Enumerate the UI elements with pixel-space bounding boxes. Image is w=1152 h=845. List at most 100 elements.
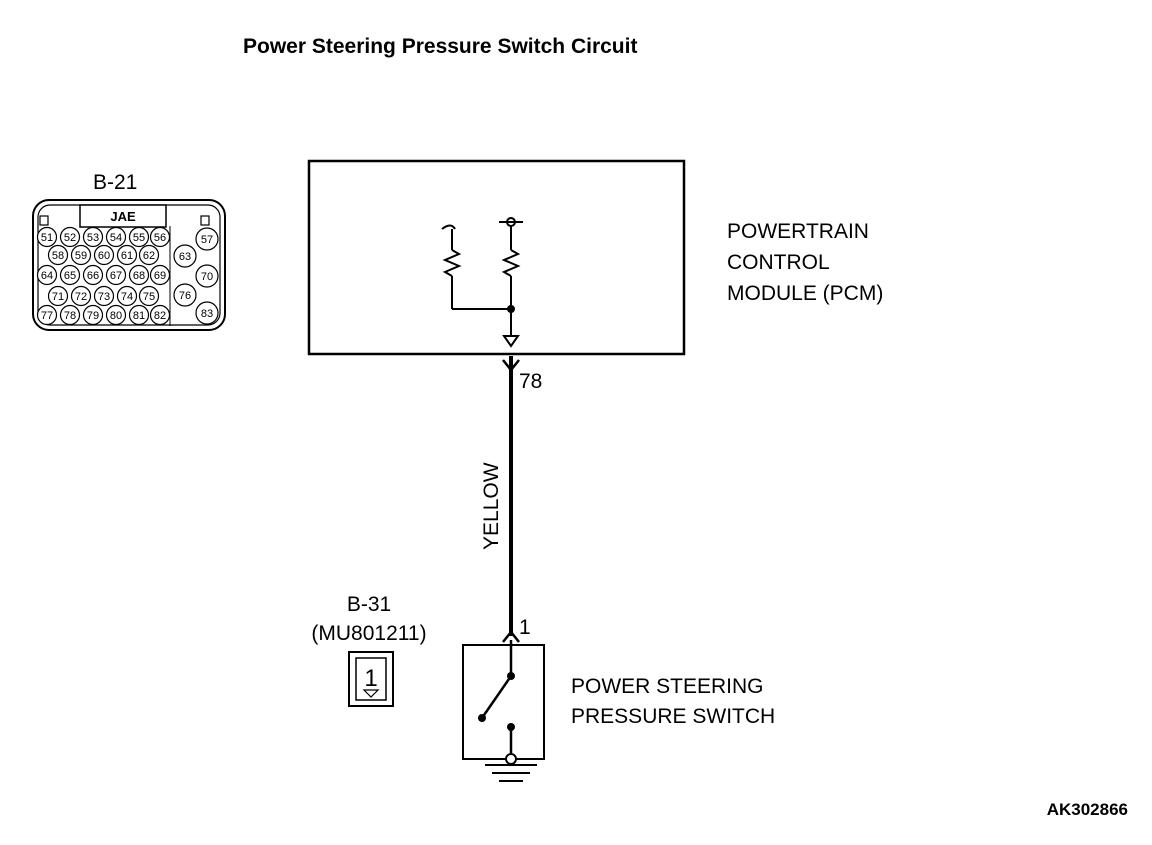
- connector-b21-pin-number: 70: [201, 271, 213, 283]
- connector-b21-pin-number: 80: [110, 310, 122, 322]
- connector-b21-pin-number: 75: [143, 291, 155, 303]
- connector-b21-pin-number: 51: [41, 232, 53, 244]
- connector-b21-pin-number: 81: [133, 310, 145, 322]
- connector-b21-pin-number: 67: [110, 270, 122, 282]
- connector-b21-pin-number: 62: [143, 250, 155, 262]
- connector-b21-pin-number: 63: [179, 251, 191, 263]
- connector-b21-pin-number: 68: [133, 270, 145, 282]
- connector-b21-pin-cavity: [82, 226, 104, 248]
- figure-reference: AK302866: [1047, 800, 1128, 819]
- connector-b21-pin-cavity: [195, 227, 219, 251]
- connector-b21-pin-cavity: [116, 244, 138, 266]
- connector-b21-pin-cavity: [36, 226, 58, 248]
- connector-b21-pin-cavity: [36, 304, 58, 326]
- pcm-module: POWERTRAIN CONTROL MODULE (PCM): [307, 159, 883, 356]
- connector-b21-pin-cavity: [82, 304, 104, 326]
- connector-b21-pin-cavity: [70, 285, 92, 307]
- connector-b21-pin-number: 58: [52, 250, 64, 262]
- connector-b21-pin-number: 59: [75, 250, 87, 262]
- connector-b31-key: [362, 689, 380, 698]
- connector-b21-housing: [32, 199, 226, 331]
- connector-b21-pin-cavity: [138, 285, 160, 307]
- connector-b21-pin-cavity: [128, 264, 150, 286]
- connector-b31-pin: 1: [364, 665, 377, 692]
- connector-b31: B-31 (MU801211) 1: [311, 593, 427, 707]
- pcm-box: [307, 159, 686, 356]
- connector-b21-key-right: [200, 215, 210, 226]
- connector-b21-pin-number: 72: [75, 291, 87, 303]
- connector-b21-pin-number: 83: [201, 308, 213, 320]
- switch-terminal-1-symbol: [502, 629, 520, 643]
- connector-b21-pin-cavity: [149, 304, 171, 326]
- connector-b21-pin-cavity: [59, 304, 81, 326]
- connector-b21-pin-cavity: [47, 244, 69, 266]
- switch-blade: [480, 675, 513, 719]
- switch-box: [462, 644, 545, 760]
- connector-b21-pin-number: 77: [41, 310, 53, 322]
- connector-b21-pin-number: 60: [98, 250, 110, 262]
- connector-b21-pin-cavity: [105, 264, 127, 286]
- pressure-switch: POWER STEERING PRESSURE SWITCH: [462, 640, 775, 782]
- connector-b21-pin-number: 82: [154, 310, 166, 322]
- connector-b21-pin-number: 61: [121, 250, 133, 262]
- connector-b21-pin-cavity: [128, 226, 150, 248]
- connector-b31-housing: [348, 651, 394, 707]
- connector-b21-pin-number: 74: [121, 291, 133, 303]
- pcm-junction-dot: [507, 305, 515, 313]
- wire-color-label: YELLOW: [480, 462, 503, 550]
- connector-b21-pin-number: 53: [87, 232, 99, 244]
- connector-b21-pin-number: 78: [64, 310, 76, 322]
- connector-b31-id: B-31: [347, 593, 391, 616]
- connector-b21-pin-number: 55: [133, 232, 145, 244]
- switch-blade-pivot: [478, 714, 486, 722]
- connector-b21-pin-cavity: [47, 285, 69, 307]
- connector-b21-pin-cavity: [173, 244, 197, 268]
- connector-b21-pin-cavity: [36, 264, 58, 286]
- connector-b21-pin-cavity: [138, 244, 160, 266]
- connector-b21-pin-cavity: [195, 301, 219, 325]
- connector-b21-pin-cavity: [93, 285, 115, 307]
- diagram-title: Power Steering Pressure Switch Circuit: [243, 35, 637, 58]
- switch-label-line-2: PRESSURE SWITCH: [571, 705, 775, 728]
- connector-b21-pin-number: 56: [154, 232, 166, 244]
- yellow-wire: 78 YELLOW 1: [480, 356, 542, 643]
- connector-b21-pin-number: 71: [52, 291, 64, 303]
- connector-b21-pin-cavity: [105, 304, 127, 326]
- connector-b21-pin-cavity: [149, 264, 171, 286]
- connector-b21-pin-cavity: [93, 244, 115, 266]
- switch-ground-terminal: [505, 753, 517, 765]
- connector-b21-latch: [79, 204, 167, 228]
- connector-b21-pin-cavity: [59, 226, 81, 248]
- switch-terminal-1: 1: [519, 616, 531, 639]
- connector-b21-pin-cavity: [116, 285, 138, 307]
- connector-b21-pin-cavity: [82, 264, 104, 286]
- pcm-left-branch-top: [441, 224, 456, 230]
- pcm-sense-arrow: [502, 335, 520, 348]
- connector-b21-pin-cavity: [173, 283, 197, 307]
- connector-b21-pin-cavity: [70, 244, 92, 266]
- connector-b31-part-number: (MU801211): [311, 622, 426, 645]
- connector-b21-pin-cavity: [105, 226, 127, 248]
- connector-b21-pin-number: 76: [179, 290, 191, 302]
- connector-b21-pin-cavity: [195, 264, 219, 288]
- connector-b21-pin-number: 79: [87, 310, 99, 322]
- pcm-label-line-2: CONTROL: [727, 251, 830, 274]
- connector-b21-key-left: [39, 215, 49, 226]
- switch-label-line-1: POWER STEERING: [571, 675, 764, 698]
- connector-b21-pin-number: 66: [87, 270, 99, 282]
- connector-b31-inner: [355, 657, 387, 701]
- pcm-label-line-1: POWERTRAIN: [727, 220, 869, 243]
- connector-b21-pin-number: 73: [98, 291, 110, 303]
- connector-b21-pin-cavity: [59, 264, 81, 286]
- connector-b21-pin-number: 64: [41, 270, 53, 282]
- pcm-label-line-3: MODULE (PCM): [727, 282, 883, 305]
- connector-b21-pin-cavity: [128, 304, 150, 326]
- pcm-resistor-right: [501, 249, 521, 277]
- connector-b21-pin-number: 65: [64, 270, 76, 282]
- connector-b21-pin-number: 57: [201, 234, 213, 246]
- connector-b21-pin-number: 54: [110, 232, 122, 244]
- connector-b21-maker: JAE: [110, 209, 136, 224]
